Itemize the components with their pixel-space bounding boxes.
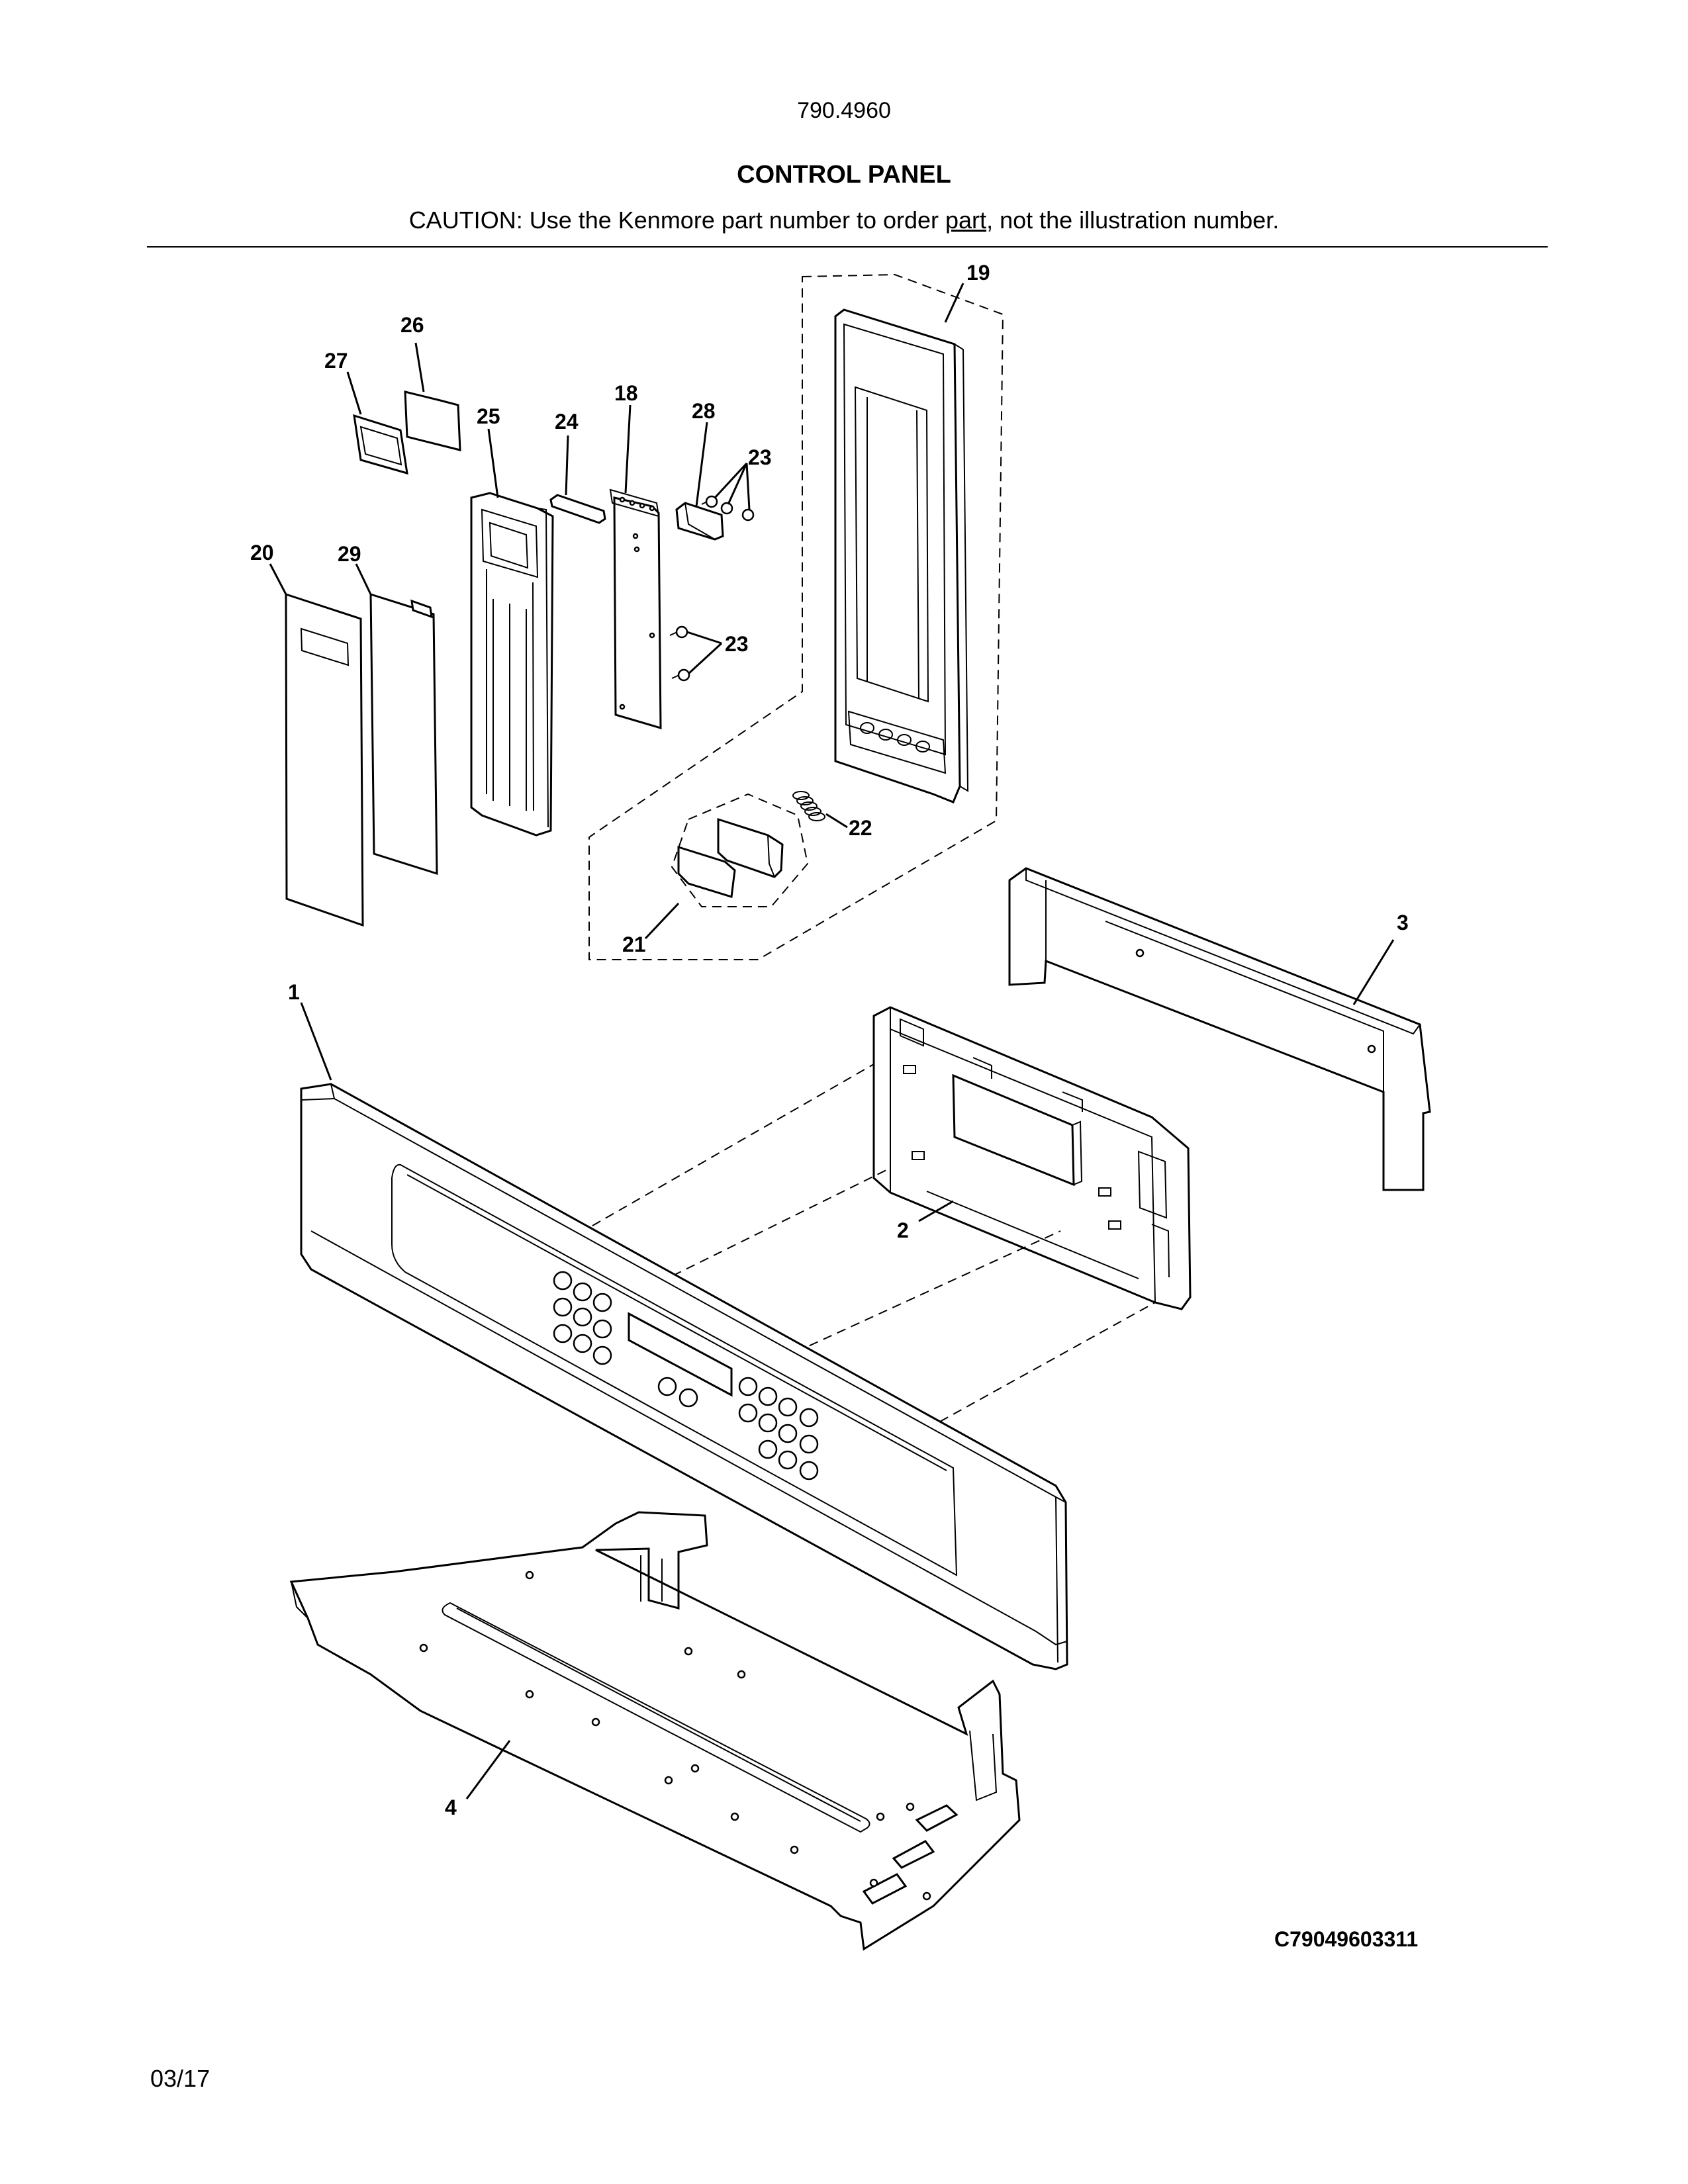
- part-2-control-board: [872, 1006, 1192, 1310]
- leader-3: [1352, 939, 1395, 1005]
- caution-prefix: CAUTION: Use the Kenmore part number to …: [408, 206, 946, 234]
- alignment-lines: [565, 1064, 1156, 1422]
- part-20-overlay: [285, 592, 364, 927]
- part-21-buttons: [671, 793, 809, 907]
- leader-23a: [714, 462, 748, 499]
- part-27-lens: [353, 414, 408, 475]
- leader-4: [465, 1740, 511, 1799]
- part-28-bracket: [675, 502, 724, 541]
- header-divider: [147, 246, 1548, 248]
- leader-23e: [687, 642, 723, 675]
- part-24-light-pipe: [549, 494, 606, 524]
- callout-23a: 23: [748, 445, 772, 469]
- callout-19: 19: [966, 261, 990, 285]
- leader-25: [487, 428, 499, 498]
- callout-29: 29: [338, 542, 361, 566]
- callout-20: 20: [250, 541, 274, 565]
- leader-20: [269, 563, 287, 595]
- callout-21: 21: [622, 933, 646, 956]
- part-26-window: [404, 390, 461, 451]
- leader-21: [644, 902, 680, 940]
- callout-2: 2: [897, 1218, 909, 1242]
- callout-1: 1: [288, 980, 300, 1004]
- leader-26: [414, 342, 425, 392]
- callout-22: 22: [849, 816, 872, 840]
- callout-28: 28: [692, 399, 716, 423]
- callout-4: 4: [445, 1796, 457, 1819]
- leader-24: [565, 435, 569, 496]
- leader-23d: [686, 631, 722, 645]
- assembly-group-boundary: [588, 273, 1004, 960]
- diagram-code: C79049603311: [1274, 1927, 1419, 1951]
- part-3-trim: [1008, 867, 1431, 1191]
- part-29-membrane-switch: [369, 592, 438, 876]
- part-25-keypad-frame: [470, 492, 554, 837]
- part-18-circuit-board: [609, 488, 662, 730]
- leader-18: [624, 404, 632, 494]
- leader-22: [825, 813, 848, 829]
- part-4-shield: [289, 1511, 1021, 1951]
- caution-part-link[interactable]: part: [945, 206, 987, 234]
- revision-date: 03/17: [150, 2065, 211, 2092]
- callout-25: 25: [477, 404, 500, 428]
- leader-28: [695, 422, 708, 507]
- model-number: 790.4960: [797, 98, 891, 123]
- callout-23b: 23: [725, 632, 749, 656]
- leader-23c: [745, 463, 751, 510]
- callout-27: 27: [324, 349, 348, 373]
- part-22-spring: [792, 791, 825, 821]
- leader-27: [346, 371, 362, 415]
- caution-suffix: , not the illustration number.: [986, 206, 1280, 234]
- leader-1: [300, 1002, 332, 1081]
- callout-18: 18: [614, 381, 638, 405]
- section-title: CONTROL PANEL: [737, 161, 951, 189]
- leader-2: [918, 1200, 954, 1222]
- callout-3: 3: [1397, 911, 1409, 934]
- part-23-screws: [669, 495, 755, 682]
- caution-note: CAUTION: Use the Kenmore part number to …: [0, 206, 1688, 234]
- part-19-display-frame: [834, 308, 969, 803]
- part-1-control-panel: [300, 1083, 1068, 1670]
- leader-29: [355, 563, 372, 595]
- leader-19: [944, 283, 964, 323]
- leader-23b: [727, 463, 748, 505]
- callout-26: 26: [400, 313, 424, 337]
- callout-24: 24: [555, 410, 579, 433]
